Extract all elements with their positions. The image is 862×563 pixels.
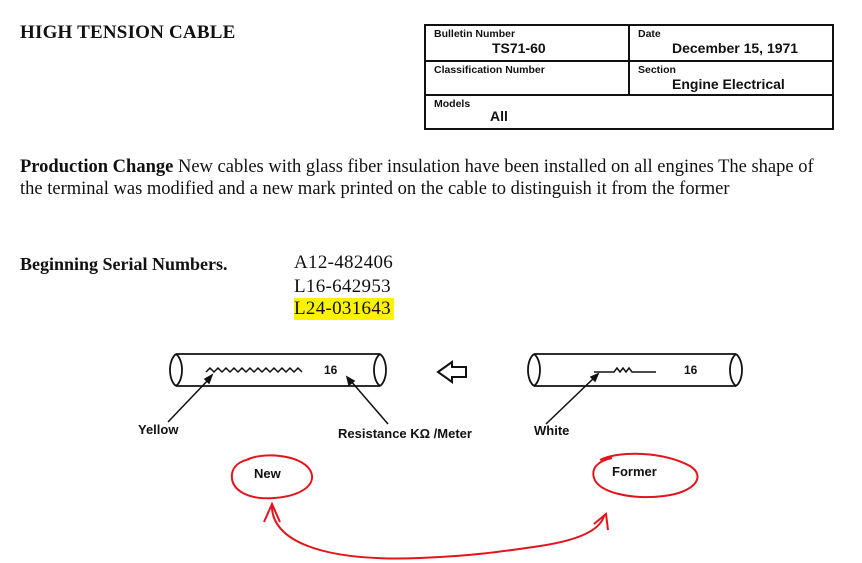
new-cable-resistor-zigzag	[205, 366, 303, 374]
label-former: Former	[612, 464, 657, 479]
date-value: December 15, 1971	[672, 40, 799, 56]
former-circle	[592, 452, 699, 499]
former-cable	[527, 353, 743, 387]
label-white: White	[534, 423, 569, 438]
change-direction-arrow	[436, 360, 467, 384]
section-value: Engine Electrical	[672, 76, 785, 92]
label-resistance: Resistance KΩ /Meter	[338, 426, 472, 441]
red-annotations	[230, 452, 699, 560]
new-cable	[169, 353, 387, 387]
label-yellow: Yellow	[138, 422, 179, 437]
bulletin-info-table: Bulletin Number TS71-60 Date December 15…	[424, 24, 834, 130]
new-cable-mark: 16	[324, 363, 338, 377]
document-title: HIGH TENSION CABLE	[20, 22, 236, 43]
production-change-text: New cables with glass fiber insulation h…	[20, 157, 814, 199]
new-circle	[230, 454, 313, 500]
bulletin-number-label: Bulletin Number	[434, 28, 516, 40]
connecting-arrow-curve	[270, 503, 605, 560]
former-cable-mark: 16	[684, 363, 698, 377]
bulletin-number-cell: Bulletin Number TS71-60	[426, 26, 630, 62]
serial-number-1: A12-482406	[294, 252, 394, 273]
production-change-paragraph: Production Change New cables with glass …	[20, 156, 840, 200]
arrowhead-right	[593, 512, 609, 531]
bulletin-number-value: TS71-60	[492, 40, 546, 56]
arrowhead-left	[263, 501, 281, 523]
serial-number-3-highlighted: L24-031643	[294, 298, 394, 320]
models-value: All	[490, 108, 508, 124]
section-cell: Section Engine Electrical	[630, 62, 832, 96]
label-new: New	[254, 466, 282, 481]
models-cell: Models All	[426, 96, 832, 128]
production-change-heading: Production Change	[20, 157, 174, 177]
serial-number-2: L16-642953	[294, 276, 391, 297]
former-cable-resistor	[594, 366, 656, 374]
section-label: Section	[638, 64, 676, 76]
date-label: Date	[638, 28, 661, 40]
models-label: Models	[434, 98, 471, 110]
classification-label: Classification Number	[434, 64, 545, 76]
date-cell: Date December 15, 1971	[630, 26, 832, 62]
classification-cell: Classification Number	[426, 62, 630, 96]
serial-numbers-label: Beginning Serial Numbers.	[20, 254, 228, 274]
leader-lines	[167, 372, 600, 425]
